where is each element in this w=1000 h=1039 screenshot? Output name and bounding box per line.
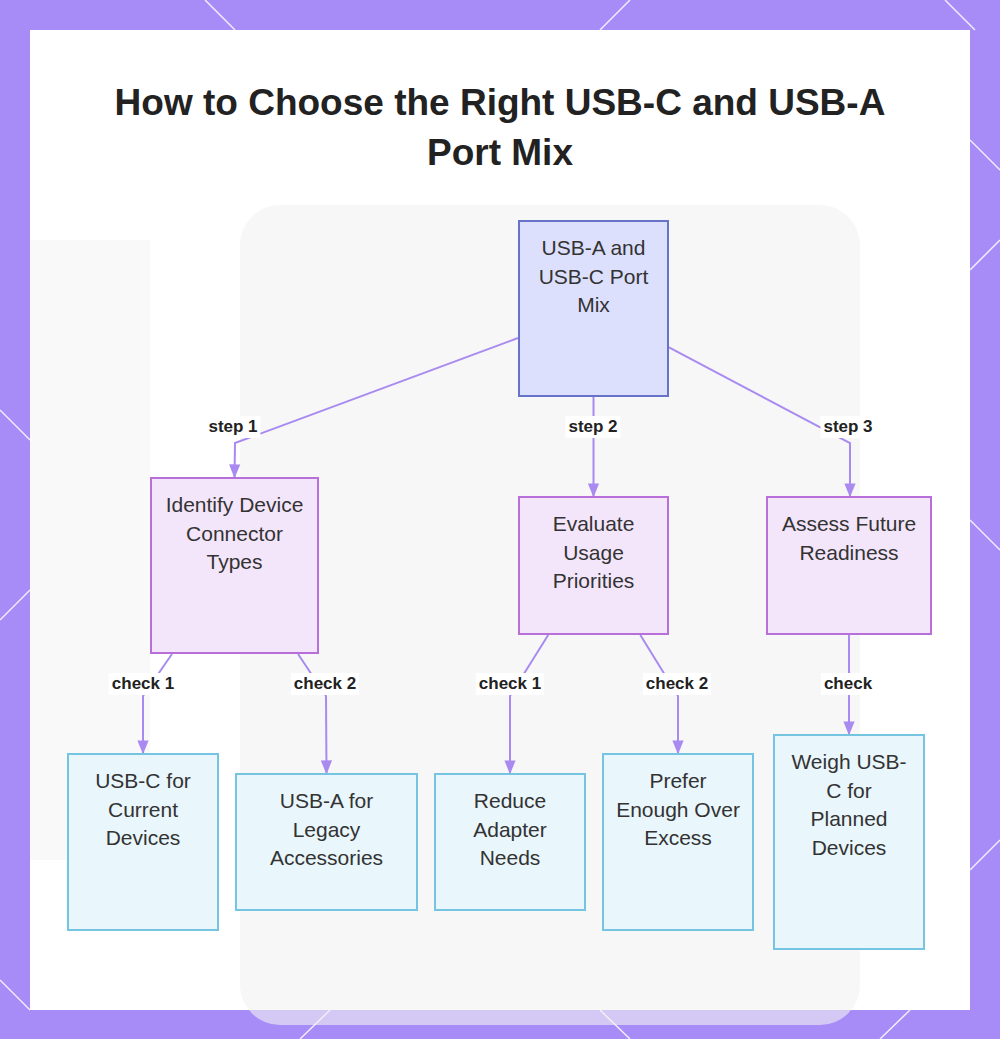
decor-line (0, 410, 30, 440)
decor-line (0, 590, 30, 620)
decor-line (0, 980, 30, 1010)
edge-label: step 2 (565, 416, 620, 438)
edge-label: step 1 (205, 416, 260, 438)
node-text: USB-C for Current Devices (81, 767, 205, 853)
edge-label: check 2 (291, 673, 359, 695)
decor-line (970, 140, 1000, 170)
edge-label: check (821, 673, 875, 695)
connector-line (143, 654, 172, 753)
decor-line (970, 240, 1000, 270)
check-box: USB-C for Current Devices (67, 753, 219, 931)
node-text: Evaluate Usage Priorities (532, 510, 655, 596)
node-text: Identify Device Connector Types (164, 491, 305, 577)
decor-line (945, 0, 975, 30)
connector-line (510, 635, 548, 773)
decor-line (205, 0, 235, 30)
decor-line (970, 520, 1000, 550)
connector-line (235, 338, 519, 477)
check-box: Reduce Adapter Needs (434, 773, 586, 911)
decor-line (970, 840, 1000, 870)
node-text: Assess Future Readiness (780, 510, 918, 567)
step-box: Assess Future Readiness (766, 496, 932, 635)
edge-label: check 2 (643, 673, 711, 695)
node-text: Weigh USB-C for Planned Devices (787, 748, 911, 862)
step-box: Identify Device Connector Types (150, 477, 319, 654)
edge-label: step 3 (820, 416, 875, 438)
decor-line (600, 0, 630, 30)
check-box: Prefer Enough Over Excess (602, 753, 754, 931)
connector-line (298, 654, 326, 773)
node-text: USB-A and USB-C Port Mix (532, 234, 655, 320)
node-text: Prefer Enough Over Excess (616, 767, 740, 853)
check-box: Weigh USB-C for Planned Devices (773, 734, 925, 950)
node-text: USB-A for Legacy Accessories (249, 787, 404, 873)
step-box: Evaluate Usage Priorities (518, 496, 669, 635)
connector-line (593, 397, 595, 496)
diagram-title: How to Choose the Right USB-C and USB-A … (100, 78, 900, 178)
root-box: USB-A and USB-C Port Mix (518, 220, 669, 397)
check-box: USB-A for Legacy Accessories (235, 773, 418, 911)
node-text: Reduce Adapter Needs (448, 787, 572, 873)
edge-label: check 1 (476, 673, 544, 695)
decor-line (880, 1010, 910, 1039)
edge-label: check 1 (109, 673, 177, 695)
